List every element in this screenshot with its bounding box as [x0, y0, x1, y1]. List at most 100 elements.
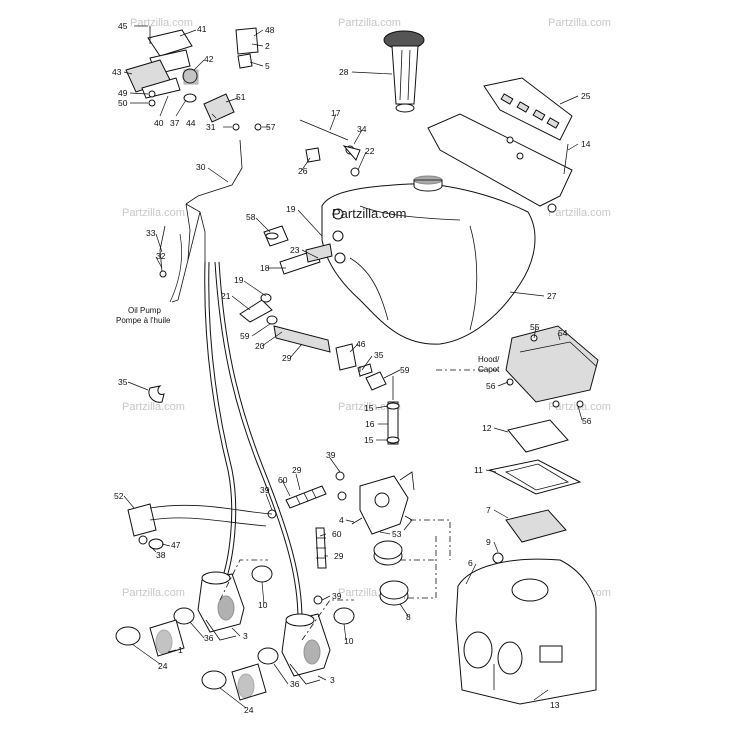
- callout-59: 59: [240, 331, 250, 341]
- callout-32: 32: [156, 251, 166, 261]
- assembly-lines: [219, 366, 500, 641]
- watermark: Partzilla.com: [548, 207, 611, 219]
- intake-adaptors: [115, 565, 355, 701]
- intake-boots: [373, 540, 409, 606]
- callout-10: 10: [258, 600, 268, 610]
- callout-55: 55: [530, 322, 540, 332]
- callout-35: 35: [374, 350, 384, 360]
- watermark: Partzilla.com: [122, 587, 185, 599]
- callout-8: 8: [406, 612, 411, 622]
- callout-20: 20: [255, 341, 265, 351]
- callout-43: 43: [112, 67, 122, 77]
- callout-27: 27: [547, 291, 557, 301]
- hood-label: Hood/: [478, 355, 500, 364]
- air-silencer: [455, 325, 599, 705]
- callout-54: 54: [558, 328, 568, 338]
- callout-44: 44: [186, 118, 196, 128]
- watermark: Partzilla.com: [548, 17, 611, 29]
- callout-6: 6: [468, 558, 473, 568]
- callout-34: 34: [357, 124, 367, 134]
- callout-25: 25: [581, 91, 591, 101]
- callout-17: 17: [331, 108, 341, 118]
- fuel-pump: [351, 471, 415, 535]
- callout-leaders: [123, 25, 583, 709]
- callout-30: 30: [196, 162, 206, 172]
- fuel-filter: [386, 376, 400, 445]
- callout-60: 60: [332, 529, 342, 539]
- text-labels: Oil Pump Pompe à l'huile Hood/ Capot: [116, 306, 500, 374]
- watermark: Partzilla.com: [130, 17, 193, 29]
- callout-59: 59: [400, 365, 410, 375]
- callout-41: 41: [197, 24, 207, 34]
- oil-pump-leader: [169, 233, 182, 303]
- tank-straps: [427, 77, 573, 213]
- watermark: Partzilla.com: [122, 207, 185, 219]
- callout-58: 58: [246, 212, 256, 222]
- callout-37: 37: [170, 118, 180, 128]
- hood-label-fr: Capot: [478, 365, 500, 374]
- callout-2: 2: [265, 41, 270, 51]
- choke-plunger: [127, 503, 273, 550]
- callout-52: 52: [114, 491, 124, 501]
- callout-49: 49: [118, 88, 128, 98]
- fuel-fittings: [299, 119, 361, 177]
- callout-14: 14: [581, 139, 591, 149]
- callout-19: 19: [234, 275, 244, 285]
- callout-31: 31: [206, 122, 216, 132]
- callout-60: 60: [278, 475, 288, 485]
- callout-46: 46: [356, 339, 366, 349]
- callout-24: 24: [158, 661, 168, 671]
- callout-36: 36: [204, 633, 214, 643]
- oil-pump-label-fr: Pompe à l'huile: [116, 316, 171, 325]
- callout-18: 18: [260, 263, 270, 273]
- callout-39: 39: [332, 591, 342, 601]
- callout-numbers: 45 41 48 2 42 5 43 49 50 40 37 44 51 31 …: [112, 21, 592, 715]
- callout-3: 3: [243, 631, 248, 641]
- carburetor-left: [197, 571, 245, 641]
- callout-9: 9: [486, 537, 491, 547]
- callout-19: 19: [286, 204, 296, 214]
- callout-38: 38: [156, 550, 166, 560]
- throttle-cable: [159, 139, 303, 621]
- callout-29: 29: [334, 551, 344, 561]
- callout-7: 7: [486, 505, 491, 515]
- callout-29: 29: [292, 465, 302, 475]
- callout-3: 3: [330, 675, 335, 685]
- carburetor-right: [281, 613, 331, 685]
- brand-watermark: Partzilla.com: [332, 206, 406, 221]
- callout-47: 47: [171, 540, 181, 550]
- callout-15: 15: [364, 403, 374, 413]
- hose-clip: [148, 385, 165, 403]
- oil-pump-label: Oil Pump: [128, 306, 161, 315]
- watermark: Partzilla.com: [338, 17, 401, 29]
- callout-23: 23: [290, 245, 300, 255]
- callout-11: 11: [474, 465, 483, 475]
- callout-35: 35: [118, 377, 128, 387]
- fuel-valve-assembly: [239, 225, 387, 391]
- callout-1: 1: [178, 645, 183, 655]
- callout-5: 5: [265, 61, 270, 71]
- fuel-tank: [321, 175, 536, 345]
- callout-50: 50: [118, 98, 128, 108]
- callout-26: 26: [298, 166, 308, 176]
- callout-42: 42: [204, 54, 214, 64]
- callout-28: 28: [339, 67, 349, 77]
- callout-24: 24: [244, 705, 254, 715]
- callout-12: 12: [482, 423, 492, 433]
- callout-29: 29: [282, 353, 292, 363]
- callout-45: 45: [118, 21, 128, 31]
- watermark: Partzilla.com: [122, 401, 185, 413]
- callout-48: 48: [265, 25, 275, 35]
- callout-16: 16: [365, 419, 375, 429]
- throttle-housing-cluster: [125, 26, 262, 131]
- callout-15: 15: [364, 435, 374, 445]
- callout-57: 57: [266, 122, 276, 132]
- fuel-gauge-sender: [383, 30, 425, 113]
- callout-40: 40: [154, 118, 164, 128]
- callout-39: 39: [326, 450, 336, 460]
- callout-4: 4: [339, 515, 344, 525]
- callout-10: 10: [344, 636, 354, 646]
- hoses-lines: [267, 471, 347, 605]
